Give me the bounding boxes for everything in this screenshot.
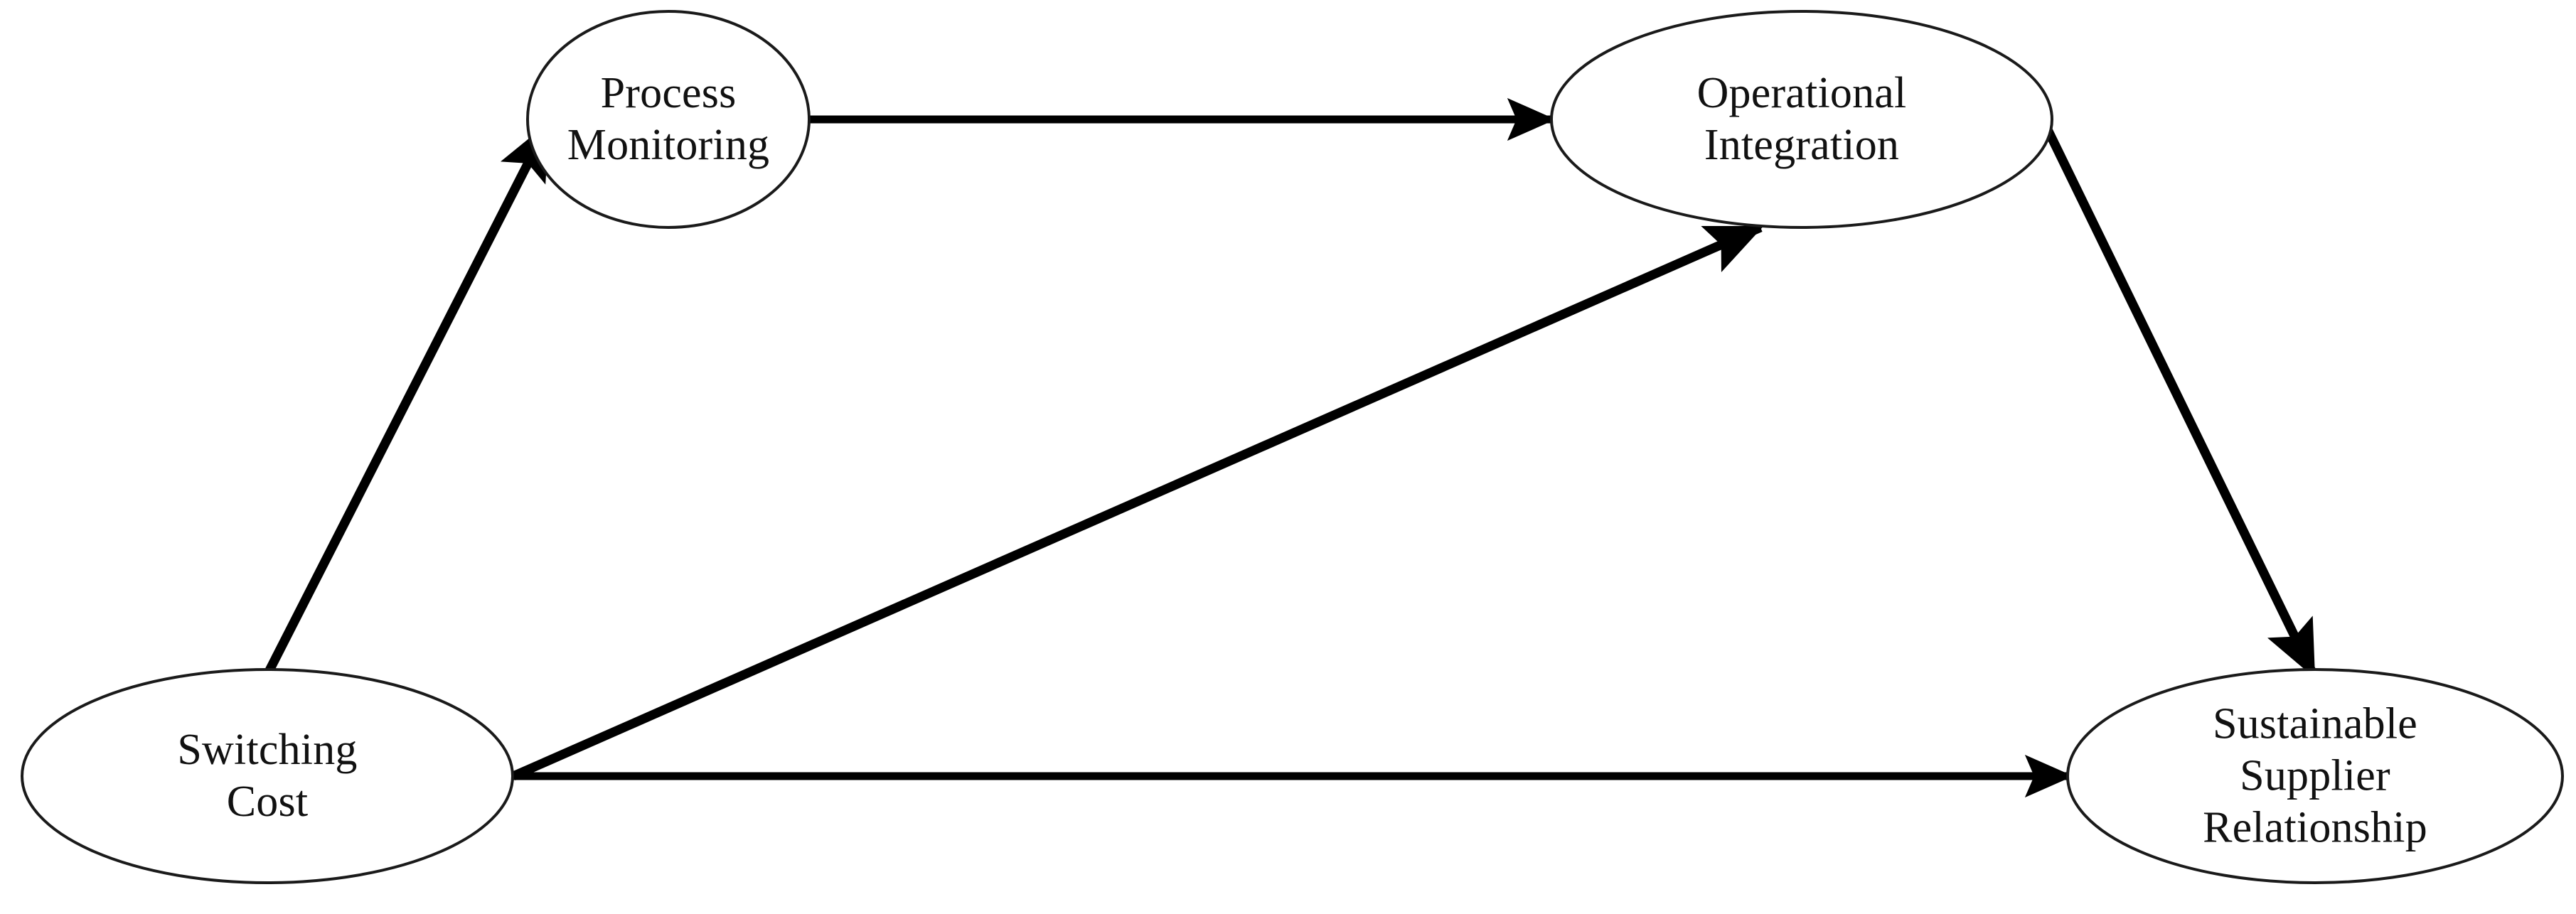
edge-group xyxy=(264,97,2318,798)
node-process-monitoring[interactable] xyxy=(526,10,811,229)
edge-operational-integration-to-sustainable-supplier-relationship xyxy=(2038,116,2318,679)
node-sustainable-supplier-relationship[interactable] xyxy=(2066,668,2564,884)
node-group xyxy=(21,10,2564,884)
edge-switching-cost-to-operational-integration xyxy=(511,223,1764,780)
edge-switching-cost-to-process-monitoring xyxy=(264,122,552,674)
node-switching-cost[interactable] xyxy=(21,668,514,884)
node-operational-integration[interactable] xyxy=(1550,10,2053,229)
